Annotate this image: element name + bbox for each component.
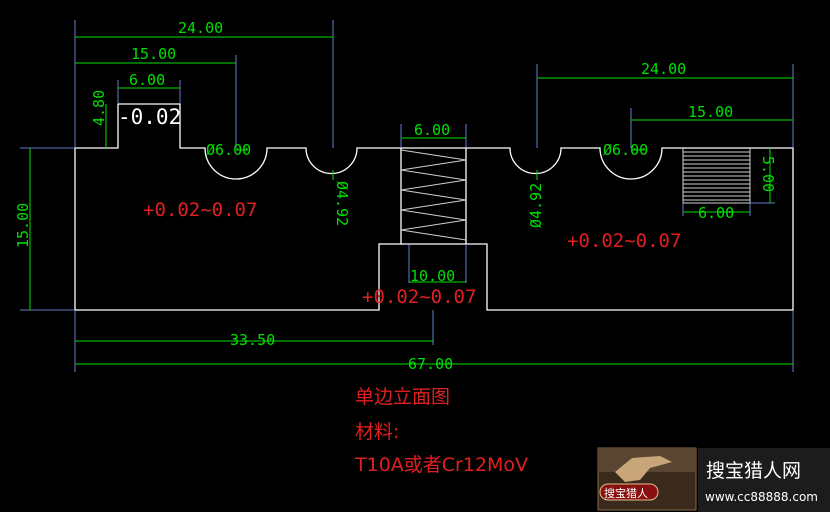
dimension-lines (29, 36, 793, 365)
dim-diam-4-92-left: Ø4.92 (333, 181, 351, 226)
dim-diam-6-right: Ø6.00 (603, 141, 648, 159)
dim-24-right: 24.00 (641, 60, 686, 78)
watermark-url: www.cc88888.com (705, 490, 818, 504)
tolerance-right: +0.02~0.07 (567, 230, 681, 252)
dim-diam-6-left: Ø6.00 (206, 141, 251, 159)
material-label: 材料: (355, 421, 399, 443)
dim-4-80: 4.80 (90, 90, 108, 126)
drawing-title: 单边立面图 (355, 386, 450, 408)
watermark-logo: 搜宝猎人 搜宝猎人网 www.cc88888.com (597, 447, 830, 512)
dim-67-00: 67.00 (408, 355, 453, 373)
dim-6-left: 6.00 (129, 71, 165, 89)
part-outline (74, 103, 794, 311)
spring-zigzag (400, 149, 467, 241)
dim-diam-4-92-right: Ø4.92 (527, 183, 545, 228)
watermark-badge: 搜宝猎人 (604, 486, 648, 500)
dim-33-50: 33.50 (230, 331, 275, 349)
dim-6-center: 6.00 (414, 121, 450, 139)
material-value: T10A或者Cr12MoV (354, 454, 528, 476)
tolerance-center: +0.02~0.07 (362, 286, 476, 308)
dim-15-left: 15.00 (131, 45, 176, 63)
dim-6-bottom-right: 6.00 (698, 204, 734, 222)
dim-24-left: 24.00 (178, 19, 223, 37)
tolerance-left: +0.02~0.07 (143, 199, 257, 221)
hunter-icon (615, 456, 672, 482)
hatch-insert (682, 148, 751, 204)
dim-15-vertical: 15.00 (14, 203, 32, 248)
dim-10-00: 10.00 (410, 267, 455, 285)
tolerance-box-value: -0.02 (118, 105, 181, 129)
dim-15-right: 15.00 (688, 103, 733, 121)
watermark-site-name: 搜宝猎人网 (706, 460, 801, 482)
dim-5-00: 5.00 (759, 156, 777, 192)
